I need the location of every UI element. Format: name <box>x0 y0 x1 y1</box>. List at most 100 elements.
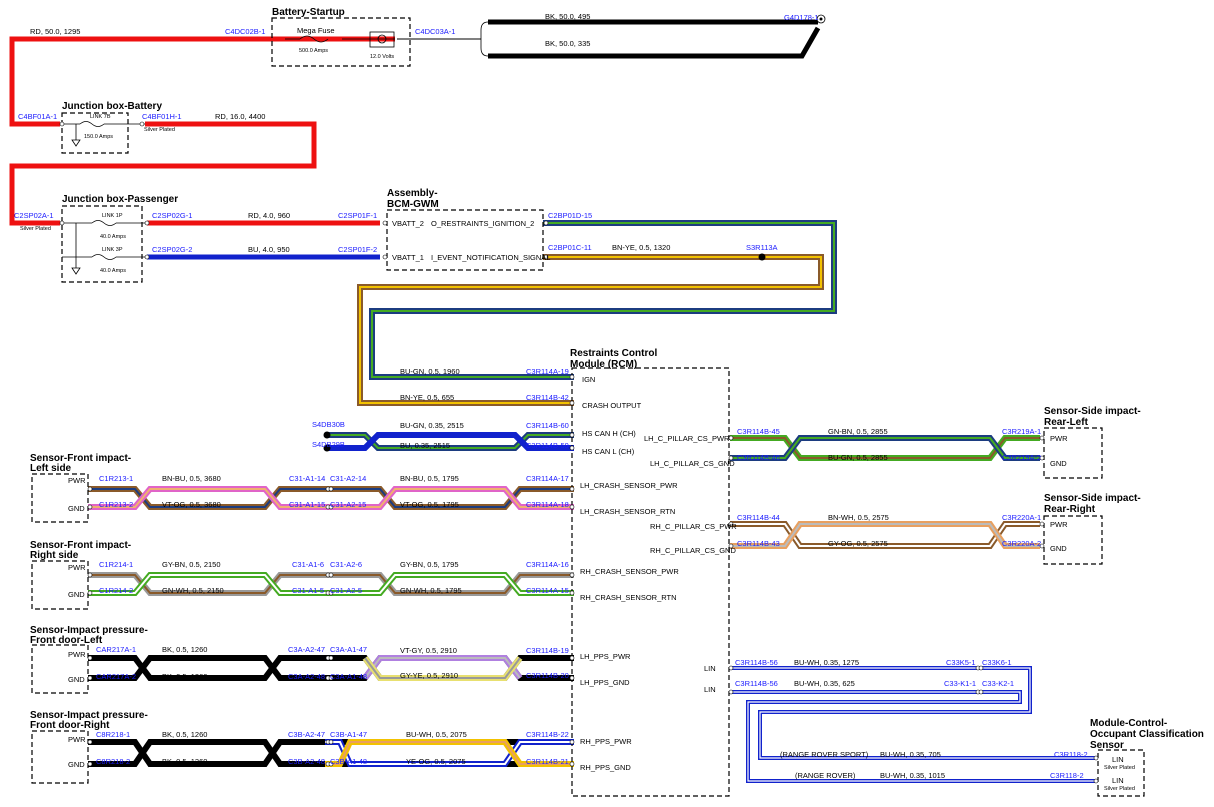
occ-conn[interactable]: C3R118-2 <box>1054 750 1088 759</box>
conn-ground[interactable]: G4D178-1 <box>784 13 819 22</box>
lin-label: LIN <box>704 664 716 673</box>
conn-c2sp02g-1[interactable]: C2SP02G-1 <box>152 211 192 220</box>
splice-s4db30b[interactable]: S4DB30B <box>312 420 345 429</box>
rcm-pin-label: RH_CRASH_SENSOR_RTN <box>580 593 677 602</box>
splice-s4db29b[interactable]: S4DB29B <box>312 440 345 449</box>
rcm-pin-label: IGN <box>582 375 595 384</box>
rcm-conn[interactable]: C3R114B-60 <box>526 421 569 430</box>
sensor-conn[interactable]: C3R220A-2 <box>1002 539 1041 548</box>
wire-lin-2[interactable] <box>730 690 1096 783</box>
lin-conn[interactable]: C33K5-1 <box>946 658 976 667</box>
conn-c2bp01d[interactable]: C2BP01D-15 <box>548 211 592 220</box>
conn-c4dc02b[interactable]: C4DC02B-1 <box>225 27 265 36</box>
rcm-right-conn[interactable]: C3R114B-45 <box>737 427 780 436</box>
mid-conn[interactable]: C3B-A1-47 <box>330 730 367 739</box>
rcm-wire: BN-BU, 0.5, 1795 <box>400 474 459 483</box>
mid-conn[interactable]: C31-A2-6 <box>330 560 362 569</box>
mid-conn[interactable]: C31-A2-5 <box>330 586 362 595</box>
bcm-box <box>386 209 544 271</box>
sensor-pin: PWR <box>68 650 86 659</box>
sensor-conn[interactable]: CAR217A-2 <box>96 672 136 681</box>
rcm-conn[interactable]: C3R114A-16 <box>526 560 569 569</box>
mid-conn[interactable]: C3A-A2-48 <box>288 672 325 681</box>
rcm-conn[interactable]: C3R114B-22 <box>526 730 569 739</box>
mid-conn[interactable]: C31-A1-15 <box>289 500 325 509</box>
rcm-conn[interactable]: C3R114A-15 <box>526 586 569 595</box>
conn-c2sp02a[interactable]: C2SP02A-1 <box>14 211 54 220</box>
mid-conn[interactable]: C3A-A1-48 <box>330 672 367 681</box>
conn-c2sp02g-2[interactable]: C2SP02G-2 <box>152 245 192 254</box>
wire-can[interactable] <box>327 432 574 451</box>
rcm-pin-label: LH_PPS_GND <box>580 678 630 687</box>
mid-conn[interactable]: C3A-A2-47 <box>288 645 325 654</box>
mid-conn[interactable]: C3B-A2-47 <box>288 730 325 739</box>
occ-note: (RANGE ROVER SPORT) <box>780 750 869 759</box>
sensor-conn[interactable]: C1R213-2 <box>99 500 133 509</box>
sensor-conn[interactable]: C8R218-2 <box>96 757 130 766</box>
wire-lin-1[interactable] <box>730 666 1096 760</box>
sensor-conn[interactable]: CAR217A-1 <box>96 645 136 654</box>
lin-conn[interactable]: C3R114B-56 <box>735 658 778 667</box>
sensor-conn[interactable]: C8R218-1 <box>96 730 130 739</box>
mid-conn[interactable]: C31-A2-15 <box>330 500 366 509</box>
occ-conn[interactable]: C3R118-2 <box>1050 771 1084 780</box>
mid-conn[interactable]: C31-A2-14 <box>330 474 366 483</box>
rcm-conn[interactable]: C3R114B-20 <box>526 671 569 680</box>
rcm-right-label: RH_C_PILLAR_CS_GND <box>650 546 736 555</box>
conn-c4bf01h[interactable]: C4BF01H-1 <box>142 112 182 121</box>
mid-conn[interactable]: C31-A1-5 <box>292 586 324 595</box>
sensor-conn[interactable]: C3R219A-2 <box>1002 453 1041 462</box>
sensor-front-right: Sensor-Front impact- Right side PWR GND … <box>30 540 362 599</box>
rcm-conn[interactable]: C3R114A-18 <box>526 500 569 509</box>
lin-conn[interactable]: C33K6-1 <box>982 658 1012 667</box>
rcm-conn[interactable]: C3R114B-21 <box>526 757 569 766</box>
rcm-conn[interactable]: C3R114B-19 <box>526 646 569 655</box>
wire-label-ground1: BK, 50.0, 495 <box>545 12 590 21</box>
rcm-conn[interactable]: C3R114A-19 <box>526 367 569 376</box>
rcm-conn[interactable]: C3R114B-42 <box>526 393 569 402</box>
jbp-link2: LINK 3P <box>102 247 123 253</box>
rcm-conn[interactable]: C3R114B-59 <box>526 441 569 450</box>
jbp-amps1: 40.0 Amps <box>100 234 126 240</box>
sensor-conn[interactable]: C1R214-1 <box>99 560 133 569</box>
rcm-right-conn[interactable]: C3R114B-46 <box>737 453 780 462</box>
rcm-pin-label: LH_CRASH_SENSOR_RTN <box>580 507 675 516</box>
wire-ground-black[interactable] <box>488 19 821 59</box>
lin-conn[interactable]: C33-K2-1 <box>982 679 1014 688</box>
conn-c2sp01f-2[interactable]: C2SP01F-2 <box>338 245 377 254</box>
occ-note: (RANGE ROVER) <box>795 771 856 780</box>
wire-battery-red[interactable] <box>9 36 395 127</box>
conn-c2bp01c[interactable]: C2BP01C-11 <box>548 243 592 252</box>
sensor-conn[interactable]: C1R213-1 <box>99 474 133 483</box>
conn-c4dc03a[interactable]: C4DC03A-1 <box>415 27 455 36</box>
sensor-conn[interactable]: C3R219A-1 <box>1002 427 1041 436</box>
conn-c2sp01f-1[interactable]: C2SP01F-1 <box>338 211 377 220</box>
rcm-right-conn[interactable]: C3R114B-44 <box>737 513 780 522</box>
rcm-right-wire: GN-BN, 0.5, 2855 <box>828 427 888 436</box>
sensor-conn[interactable]: C3R220A-1 <box>1002 513 1041 522</box>
sensor-pressure-left-box <box>31 644 89 694</box>
mid-conn[interactable]: C31-A1-6 <box>292 560 324 569</box>
mid-conn[interactable]: C31-A1-14 <box>289 474 325 483</box>
rcm-pin-label: LH_CRASH_SENSOR_PWR <box>580 481 678 490</box>
sensor-pin: GND <box>1050 459 1067 468</box>
mega-fuse-label: Mega Fuse <box>297 26 335 35</box>
lin-conn[interactable]: C33-K1-1 <box>944 679 976 688</box>
sensor-title: Sensor-Side impact- <box>1044 493 1141 504</box>
sensor-pin: GND <box>68 760 85 769</box>
lin-conn[interactable]: C3R114B-56 <box>735 679 778 688</box>
rcm-conn[interactable]: C3R114A-17 <box>526 474 569 483</box>
mid-conn[interactable]: C3B-A1-48 <box>330 757 367 766</box>
lin-label: LIN <box>704 685 716 694</box>
wire-junction-red[interactable] <box>9 121 317 226</box>
rcm-right-conn[interactable]: C3R114B-43 <box>737 539 780 548</box>
rcm-wire: GY-YE, 0.5, 2910 <box>400 671 458 680</box>
mid-conn[interactable]: C3A-A1-47 <box>330 645 367 654</box>
sensor-conn[interactable]: C1R214-2 <box>99 586 133 595</box>
splice-s3r113a[interactable]: S3R113A <box>746 243 778 252</box>
wire-label-ground2: BK, 50.0, 335 <box>545 39 590 48</box>
conn-c4bf01a[interactable]: C4BF01A-1 <box>18 112 57 121</box>
mid-conn[interactable]: C3B-A2-48 <box>288 757 325 766</box>
junction-passenger-box <box>61 205 143 283</box>
sensor-rear-left-box <box>1043 427 1103 479</box>
